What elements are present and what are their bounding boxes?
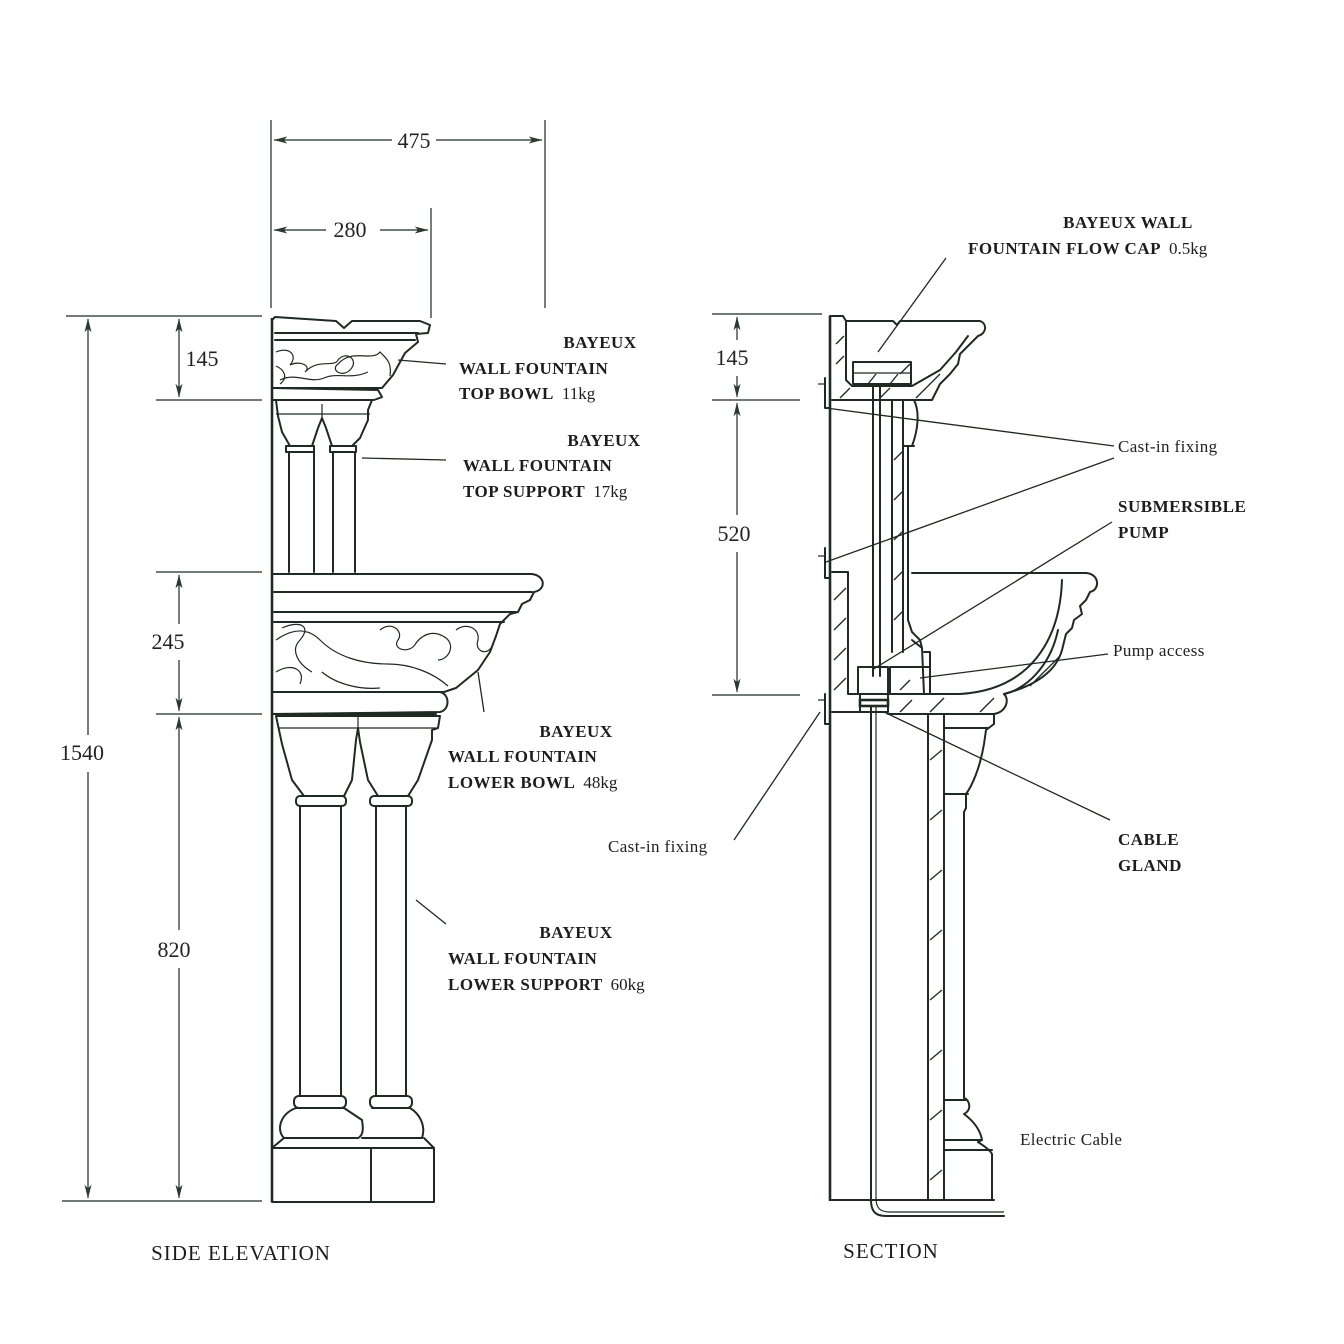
top-support	[275, 399, 373, 573]
label-submersible-pump: SUBMERSIBLE PUMP	[1118, 497, 1246, 542]
leader-line	[871, 521, 1113, 671]
dimension-top-depth: 280	[273, 217, 429, 242]
svg-text:PUMP: PUMP	[1118, 523, 1169, 542]
dimension-label: 820	[158, 937, 191, 962]
leader-line	[919, 653, 1109, 679]
svg-text:CABLE: CABLE	[1118, 830, 1179, 849]
label-pump-access: Pump access	[1113, 641, 1205, 660]
dimension-label: 520	[718, 521, 751, 546]
svg-text:WALL FOUNTAIN: WALL FOUNTAIN	[459, 359, 609, 378]
side-elevation-caption: SIDE ELEVATION	[151, 1241, 331, 1265]
leader-line	[477, 671, 485, 713]
leader-line	[733, 711, 821, 841]
dimension-top-bowl-height: 145	[175, 318, 219, 398]
svg-text:BAYEUX: BAYEUX	[539, 923, 612, 942]
dimension-section-top-support: 520	[718, 402, 751, 693]
section-lower-bowl	[857, 572, 1098, 715]
top-bowl	[271, 316, 431, 401]
leader-line	[825, 407, 1115, 447]
dimension-label: 245	[152, 629, 185, 654]
leader-line	[361, 457, 447, 461]
label-cable-gland: CABLE GLAND	[1118, 830, 1182, 875]
cast-in-fixing-icon	[818, 377, 831, 725]
svg-text:BAYEUX: BAYEUX	[567, 431, 640, 450]
leader-line	[415, 899, 447, 925]
section-view: 145 520	[608, 213, 1246, 1263]
svg-text:SUBMERSIBLE: SUBMERSIBLE	[1118, 497, 1246, 516]
dimension-label: 1540	[60, 740, 104, 765]
dimension-label: 145	[186, 346, 219, 371]
section-top-support	[872, 385, 923, 677]
svg-text:WALL FOUNTAIN: WALL FOUNTAIN	[463, 456, 613, 475]
lower-support	[271, 715, 441, 1203]
label-cast-in-fixing: Cast-in fixing	[608, 837, 708, 856]
label-cast-in-fixing: Cast-in fixing	[1118, 437, 1218, 456]
dimension-label: 280	[334, 217, 367, 242]
leader-line	[883, 711, 1111, 821]
leader-line	[877, 257, 947, 353]
dimension-lower-bowl-height: 245	[152, 574, 185, 712]
svg-text:BAYEUX WALL: BAYEUX WALL	[1063, 213, 1193, 232]
section-caption: SECTION	[843, 1239, 939, 1263]
lower-bowl	[271, 573, 544, 715]
section-wall-block	[831, 571, 861, 713]
dimension-overall-height: 1540	[60, 318, 104, 1199]
dimension-label: 475	[398, 128, 431, 153]
svg-text:GLAND: GLAND	[1118, 856, 1182, 875]
dimension-section-top-bowl: 145	[716, 316, 749, 398]
section-lower-support	[829, 713, 995, 1201]
leader-line	[397, 359, 447, 365]
dimension-overall-depth: 475	[273, 128, 543, 153]
label-electric-cable: Electric Cable	[1020, 1130, 1122, 1149]
electric-cable	[870, 705, 1005, 1217]
side-elevation: 475 280 1540 145 245	[60, 120, 645, 1265]
leader-line	[825, 457, 1115, 563]
svg-text:BAYEUX: BAYEUX	[563, 333, 636, 352]
svg-text:WALL FOUNTAIN: WALL FOUNTAIN	[448, 747, 598, 766]
svg-text:WALL FOUNTAIN: WALL FOUNTAIN	[448, 949, 598, 968]
dimension-label: 145	[716, 345, 749, 370]
section-top-bowl	[829, 315, 986, 401]
svg-text:BAYEUX: BAYEUX	[539, 722, 612, 741]
dimension-lower-support-height: 820	[158, 716, 191, 1199]
